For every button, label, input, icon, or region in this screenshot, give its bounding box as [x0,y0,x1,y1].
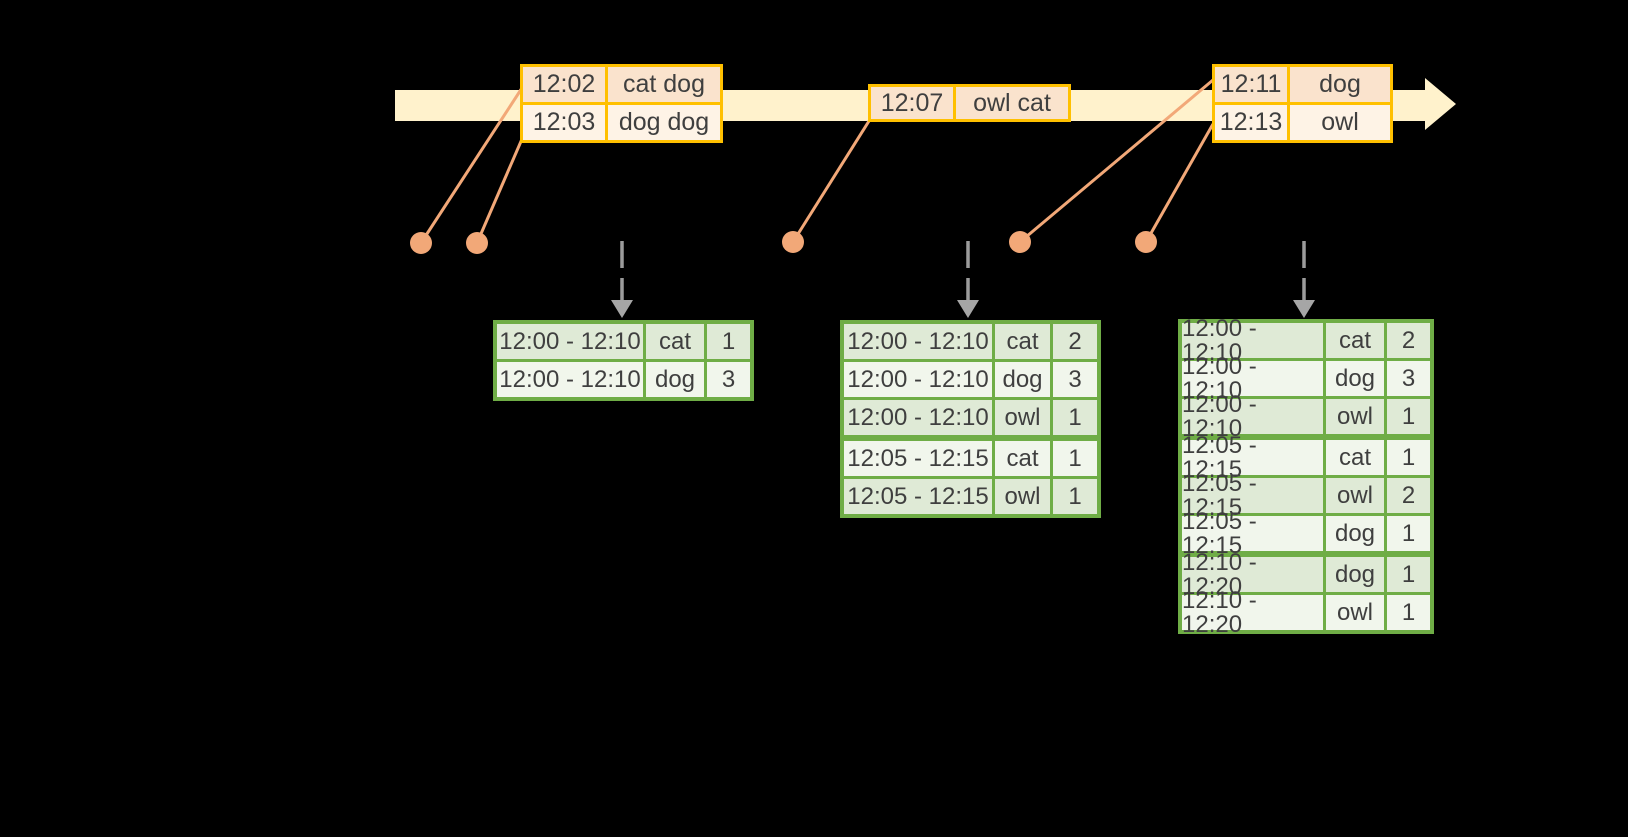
event-dot [1135,231,1157,253]
event-time: 12:13 [1215,105,1287,140]
result-row: 12:10 - 12:20 owl 1 [1182,588,1430,636]
result-row: 12:00 - 12:10 cat 2 [844,324,1097,359]
result-table-1: 12:00 - 12:10 cat 1 12:00 - 12:10 dog 3 [493,320,754,401]
connector-line [791,120,871,243]
event-words: owl cat [956,87,1068,119]
word-cell: cat [1326,440,1384,475]
window-cell: 12:05 - 12:15 [1182,509,1323,557]
word-cell: owl [995,400,1050,435]
down-arrow-icon [1293,300,1315,318]
word-cell: owl [995,479,1050,514]
word-cell: cat [1326,323,1384,358]
word-cell: dog [995,362,1050,397]
count-cell: 3 [1387,361,1430,396]
window-cell: 12:00 - 12:10 [844,400,992,435]
event-connectors [419,78,1215,244]
result-row: 12:00 - 12:10 dog 3 [497,362,750,397]
event-dot [410,232,432,254]
word-cell: owl [1326,595,1384,630]
connector-line [419,87,524,244]
count-cell: 1 [1053,441,1097,476]
event-dot [782,231,804,253]
word-cell: dog [1326,557,1384,592]
connector-line [1019,78,1214,244]
event-dot [1009,231,1031,253]
window-cell: 12:10 - 12:20 [1182,588,1323,636]
window-cell: 12:05 - 12:15 [844,479,992,514]
trigger-arrowheads [611,300,1315,318]
result-row: 12:00 - 12:10 dog 3 [844,362,1097,397]
event-time: 12:07 [871,87,953,119]
window-cell: 12:00 - 12:10 [844,362,992,397]
result-row: 12:00 - 12:10 owl 1 [844,400,1097,435]
window-cell: 12:05 - 12:15 [844,441,992,476]
event-row: 12:02 cat dog [523,67,720,102]
count-cell: 2 [1387,323,1430,358]
result-row: 12:00 - 12:10 dog 3 [1182,354,1430,402]
result-row: 12:00 - 12:10 cat 1 [497,324,750,359]
window-cell: 12:00 - 12:10 [1182,354,1323,402]
event-row: 12:07 owl cat [871,87,1068,119]
result-row: 12:05 - 12:15 owl 2 [1182,471,1430,519]
count-cell: 1 [1053,479,1097,514]
word-cell: cat [646,324,704,359]
event-table-1: 12:02 cat dog 12:03 dog dog [520,64,723,143]
window-cell: 12:05 - 12:15 [1182,471,1323,519]
window-cell: 12:00 - 12:10 [497,362,643,397]
event-words: dog [1290,67,1390,102]
event-words: dog dog [608,105,720,140]
event-time: 12:03 [523,105,605,140]
window-cell: 12:00 - 12:10 [844,324,992,359]
result-table-2: 12:00 - 12:10 cat 2 12:00 - 12:10 dog 3 … [840,320,1101,518]
word-cell: dog [646,362,704,397]
event-row: 12:13 owl [1215,105,1390,140]
result-row: 12:00 - 12:10 owl 1 [1182,392,1430,440]
word-cell: owl [1326,478,1384,513]
down-arrow-icon [611,300,633,318]
result-row: 12:10 - 12:20 dog 1 [1182,550,1430,598]
word-cell: cat [995,441,1050,476]
count-cell: 3 [1053,362,1097,397]
event-row: 12:11 dog [1215,67,1390,102]
count-cell: 1 [1387,440,1430,475]
event-words: cat dog [608,67,720,102]
result-row: 12:05 - 12:15 dog 1 [1182,509,1430,557]
result-row: 12:05 - 12:15 cat 1 [844,441,1097,476]
event-time: 12:11 [1215,67,1287,102]
count-cell: 1 [1387,595,1430,630]
event-time: 12:02 [523,67,605,102]
count-cell: 1 [1387,557,1430,592]
result-table-3: 12:00 - 12:10 cat 2 12:00 - 12:10 dog 3 … [1178,316,1434,636]
count-cell: 1 [1053,400,1097,435]
result-row: 12:00 - 12:10 cat 2 [1182,316,1430,364]
event-words: owl [1290,105,1390,140]
event-dot [466,232,488,254]
connector-line [1144,123,1215,243]
window-cell: 12:00 - 12:10 [1182,392,1323,440]
count-cell: 1 [1387,516,1430,551]
down-arrow-icon [957,300,979,318]
count-cell: 2 [1053,324,1097,359]
count-cell: 1 [1387,399,1430,434]
window-cell: 12:05 - 12:15 [1182,433,1323,481]
word-cell: owl [1326,399,1384,434]
word-cell: dog [1326,516,1384,551]
count-cell: 1 [707,324,750,359]
event-table-2: 12:07 owl cat [868,84,1071,122]
window-cell: 12:00 - 12:10 [497,324,643,359]
result-row: 12:05 - 12:15 owl 1 [844,479,1097,514]
timeline-arrowhead-icon [1425,78,1456,130]
count-cell: 3 [707,362,750,397]
event-table-3: 12:11 dog 12:13 owl [1212,64,1393,143]
event-dots [410,231,1157,254]
connector-line [475,138,524,244]
event-row: 12:03 dog dog [523,105,720,140]
word-cell: dog [1326,361,1384,396]
word-cell: cat [995,324,1050,359]
result-row: 12:05 - 12:15 cat 1 [1182,433,1430,481]
trigger-arrows [620,241,1306,302]
count-cell: 2 [1387,478,1430,513]
